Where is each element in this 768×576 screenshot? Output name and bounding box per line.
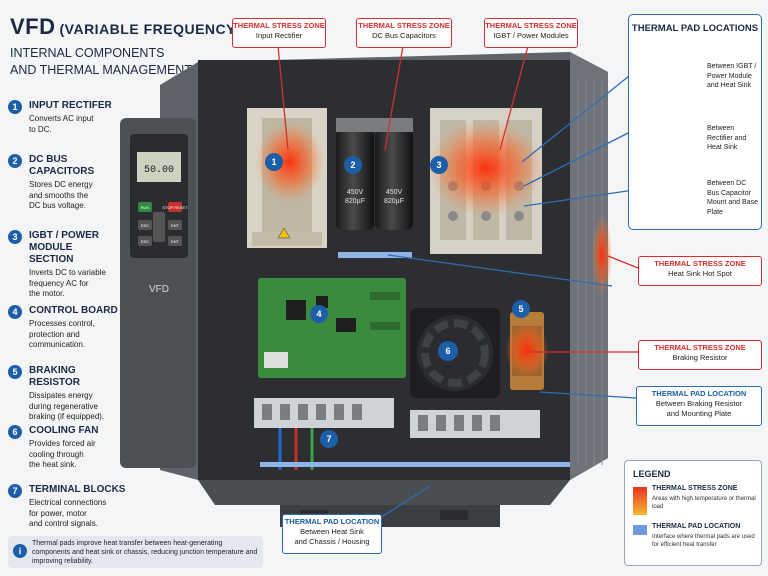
component-item-control-board: 4 CONTROL BOARD Processes control,protec… [8,305,126,351]
callout-stress-igbt: THERMAL STRESS ZONE IGBT / Power Modules [484,18,578,48]
thermal-pad-item: Between DC Bus Capacitor Mount and Base … [707,180,758,216]
badge-igbt: 3 [436,160,441,170]
badge-terminal-blocks: 7 [326,434,331,444]
rectifier-hotspot [256,122,324,202]
callout-stress-braking: THERMAL STRESS ZONE Braking Resistor [638,340,762,370]
badge-braking-resistor: 5 [518,304,523,314]
badge-capacitors: 2 [350,160,355,170]
info-icon: i [13,544,27,558]
keypad-esc-label: ESC [141,223,149,228]
capacitor-capacitance-label: 820µF [345,198,365,205]
thermal-pad-item: Between Rectifier and Heat Sink [707,125,747,151]
component-number: 1 [8,100,22,114]
callout-stress-heatsink: THERMAL STRESS ZONE Heat Sink Hot Spot [638,256,762,286]
thermal-pad-item: Between IGBT / Power Module and Heat Sin… [707,63,757,89]
component-title: COOLING FAN [29,425,99,436]
igbt-hotspot [428,120,544,216]
component-number: 2 [8,154,22,168]
dc-bus-capacitors [336,118,413,230]
badge-control-board: 4 [316,309,321,319]
capacitor-thermal-pad [338,252,412,258]
thermal-pad-panel-title: THERMAL PAD LOCATIONS [631,23,759,34]
keypad-stop-label: STOP RESET [162,205,188,210]
keypad-ent2-label: ENT [171,239,180,244]
component-item-terminal-blocks: 7 TERMINAL BLOCKS Electrical connections… [8,484,126,530]
keypad-ent-label: ENT [171,223,180,228]
keypad-run-label: RUN [141,205,150,210]
badge-rectifier: 1 [271,157,276,167]
legend-title: LEGEND [633,469,671,479]
braking-hotspot [505,322,549,378]
legend: LEGEND THERMAL STRESS ZONE Areas with hi… [624,460,762,566]
keypad-esc2-label: ESC [141,239,149,244]
keypad-buttons [138,202,182,246]
leader-lines [277,45,639,519]
component-title: BRAKING RESISTOR [29,365,80,388]
thermal-pad-locations-panel: THERMAL PAD LOCATIONS Between IGBT / Pow… [628,14,762,230]
callout-stress-capacitors: THERMAL STRESS ZONE DC Bus Capacitors [356,18,452,48]
callout-pad-chassis: THERMAL PAD LOCATION Between Heat Sink a… [282,514,382,554]
component-title: IGBT / POWER MODULE SECTION [29,230,99,265]
keypad-display: 50.00 [144,165,174,176]
component-number: 6 [8,425,22,439]
capacitor-voltage-label: 450V [347,189,364,196]
info-note-text: Thermal pads improve heat transfer betwe… [32,540,258,565]
component-number: 5 [8,365,22,379]
component-item-igbt: 3 IGBT / POWER MODULE SECTION Inverts DC… [8,230,126,300]
legend-item-stress: THERMAL STRESS ZONE Areas with high temp… [633,485,759,521]
thermal-pad-info-note: i Thermal pads improve heat transfer bet… [8,536,263,568]
component-title: TERMINAL BLOCKS [29,484,126,495]
keypad-vfd-label: VFD [149,284,169,295]
component-title: CONTROL BOARD [29,305,118,316]
callout-stress-rectifier: THERMAL STRESS ZONE Input Rectifier [232,18,326,48]
chassis-thermal-pad [260,462,570,467]
control-board [258,278,406,378]
component-title: INPUT RECTIFER [29,100,112,111]
component-number: 7 [8,484,22,498]
callout-pad-braking: THERMAL PAD LOCATION Between Braking Res… [636,386,762,426]
capacitor-voltage-label: 450V [386,189,403,196]
component-title: DC BUS CAPACITORS [29,154,95,177]
component-number: 4 [8,305,22,319]
component-number: 3 [8,230,22,244]
legend-swatch-pad [633,525,647,535]
badge-cooling-fan: 6 [445,346,450,356]
heatsink-hotspot [592,215,612,295]
legend-item-pad: THERMAL PAD LOCATION Interface where the… [633,523,759,559]
capacitor-capacitance-label: 820µF [384,198,404,205]
diagram-subtitle: INTERNAL COMPONENTS AND THERMAL MANAGEME… [10,46,192,77]
legend-swatch-stress [633,487,647,515]
